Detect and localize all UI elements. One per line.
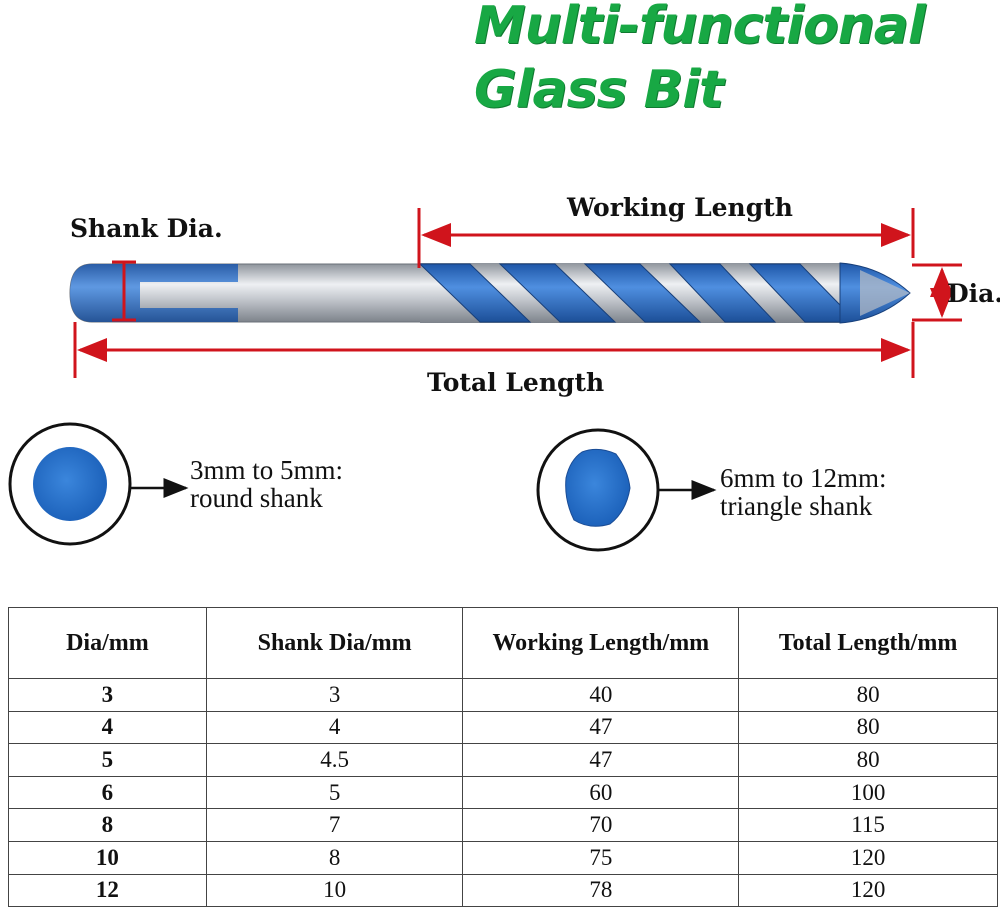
cell-dia: 3 xyxy=(8,678,207,712)
cell-shank-dia: 4 xyxy=(205,710,464,745)
table-row: 6 5 60 100 xyxy=(8,775,998,810)
round-shank-type: round shank xyxy=(190,483,323,513)
header-shank-dia: Shank Dia/mm xyxy=(205,607,464,679)
cell-working-length: 70 xyxy=(462,808,740,842)
triangle-shank-icon xyxy=(536,428,717,552)
total-length-arrow xyxy=(73,322,915,378)
cell-shank-dia: 5 xyxy=(205,775,464,810)
table-row: 5 4.5 47 80 xyxy=(8,743,998,777)
header-total-length: Total Length/mm xyxy=(738,607,998,679)
cell-total-length: 120 xyxy=(738,840,998,875)
spec-table: Dia/mm Shank Dia/mm Working Length/mm To… xyxy=(8,607,998,908)
table-row: 10 8 75 120 xyxy=(8,840,998,875)
drill-bit-diagram xyxy=(8,208,962,552)
cell-working-length: 60 xyxy=(462,775,740,810)
page-title: Multi-functional Glass Bit xyxy=(474,0,926,122)
dia-marker xyxy=(912,263,962,322)
triangle-shank-type: triangle shank xyxy=(720,491,873,521)
cell-working-length: 40 xyxy=(462,678,740,712)
cell-working-length: 47 xyxy=(462,743,740,777)
cell-total-length: 80 xyxy=(738,710,998,745)
cell-shank-dia: 4.5 xyxy=(205,743,464,777)
table-row: 3 3 40 80 xyxy=(8,678,998,712)
total-length-label: Total Length xyxy=(427,368,605,397)
table-row: 12 10 78 120 xyxy=(8,873,998,908)
shank-dia-marker xyxy=(112,260,136,322)
working-length-label: Working Length xyxy=(567,193,793,222)
cell-working-length: 75 xyxy=(462,840,740,875)
cell-total-length: 120 xyxy=(738,873,998,908)
shank-dia-label: Shank Dia. xyxy=(70,214,223,243)
cell-working-length: 78 xyxy=(462,873,740,908)
round-shank-icon xyxy=(8,422,189,546)
drill-bit xyxy=(69,262,911,324)
cell-dia: 6 xyxy=(8,775,207,810)
table-row: 8 7 70 115 xyxy=(8,808,998,842)
cell-shank-dia: 3 xyxy=(205,678,464,712)
title-line-2: Glass Bit xyxy=(474,60,724,120)
cell-shank-dia: 8 xyxy=(205,840,464,875)
triangle-shank-text: 6mm to 12mm: triangle shank xyxy=(720,464,887,520)
cell-total-length: 100 xyxy=(738,775,998,810)
dia-label: Dia. xyxy=(947,279,1000,308)
cell-dia: 12 xyxy=(8,873,207,908)
cell-dia: 10 xyxy=(8,840,207,875)
cell-shank-dia: 7 xyxy=(205,808,464,842)
working-length-arrow xyxy=(417,208,915,268)
cell-total-length: 80 xyxy=(738,678,998,712)
header-dia: Dia/mm xyxy=(8,607,207,679)
cell-working-length: 47 xyxy=(462,710,740,745)
header-working-length: Working Length/mm xyxy=(462,607,740,679)
cell-total-length: 115 xyxy=(738,808,998,842)
triangle-shank-range: 6mm to 12mm: xyxy=(720,463,887,493)
table-row: 4 4 47 80 xyxy=(8,710,998,745)
round-shank-text: 3mm to 5mm: round shank xyxy=(190,456,343,512)
round-shank-range: 3mm to 5mm: xyxy=(190,455,344,485)
cell-dia: 5 xyxy=(8,743,207,777)
cell-dia: 8 xyxy=(8,808,207,842)
title-line-1: Multi-functional xyxy=(474,0,926,56)
cell-total-length: 80 xyxy=(738,743,998,777)
table-header-row: Dia/mm Shank Dia/mm Working Length/mm To… xyxy=(8,607,998,679)
cell-dia: 4 xyxy=(8,710,207,745)
cell-shank-dia: 10 xyxy=(205,873,464,908)
